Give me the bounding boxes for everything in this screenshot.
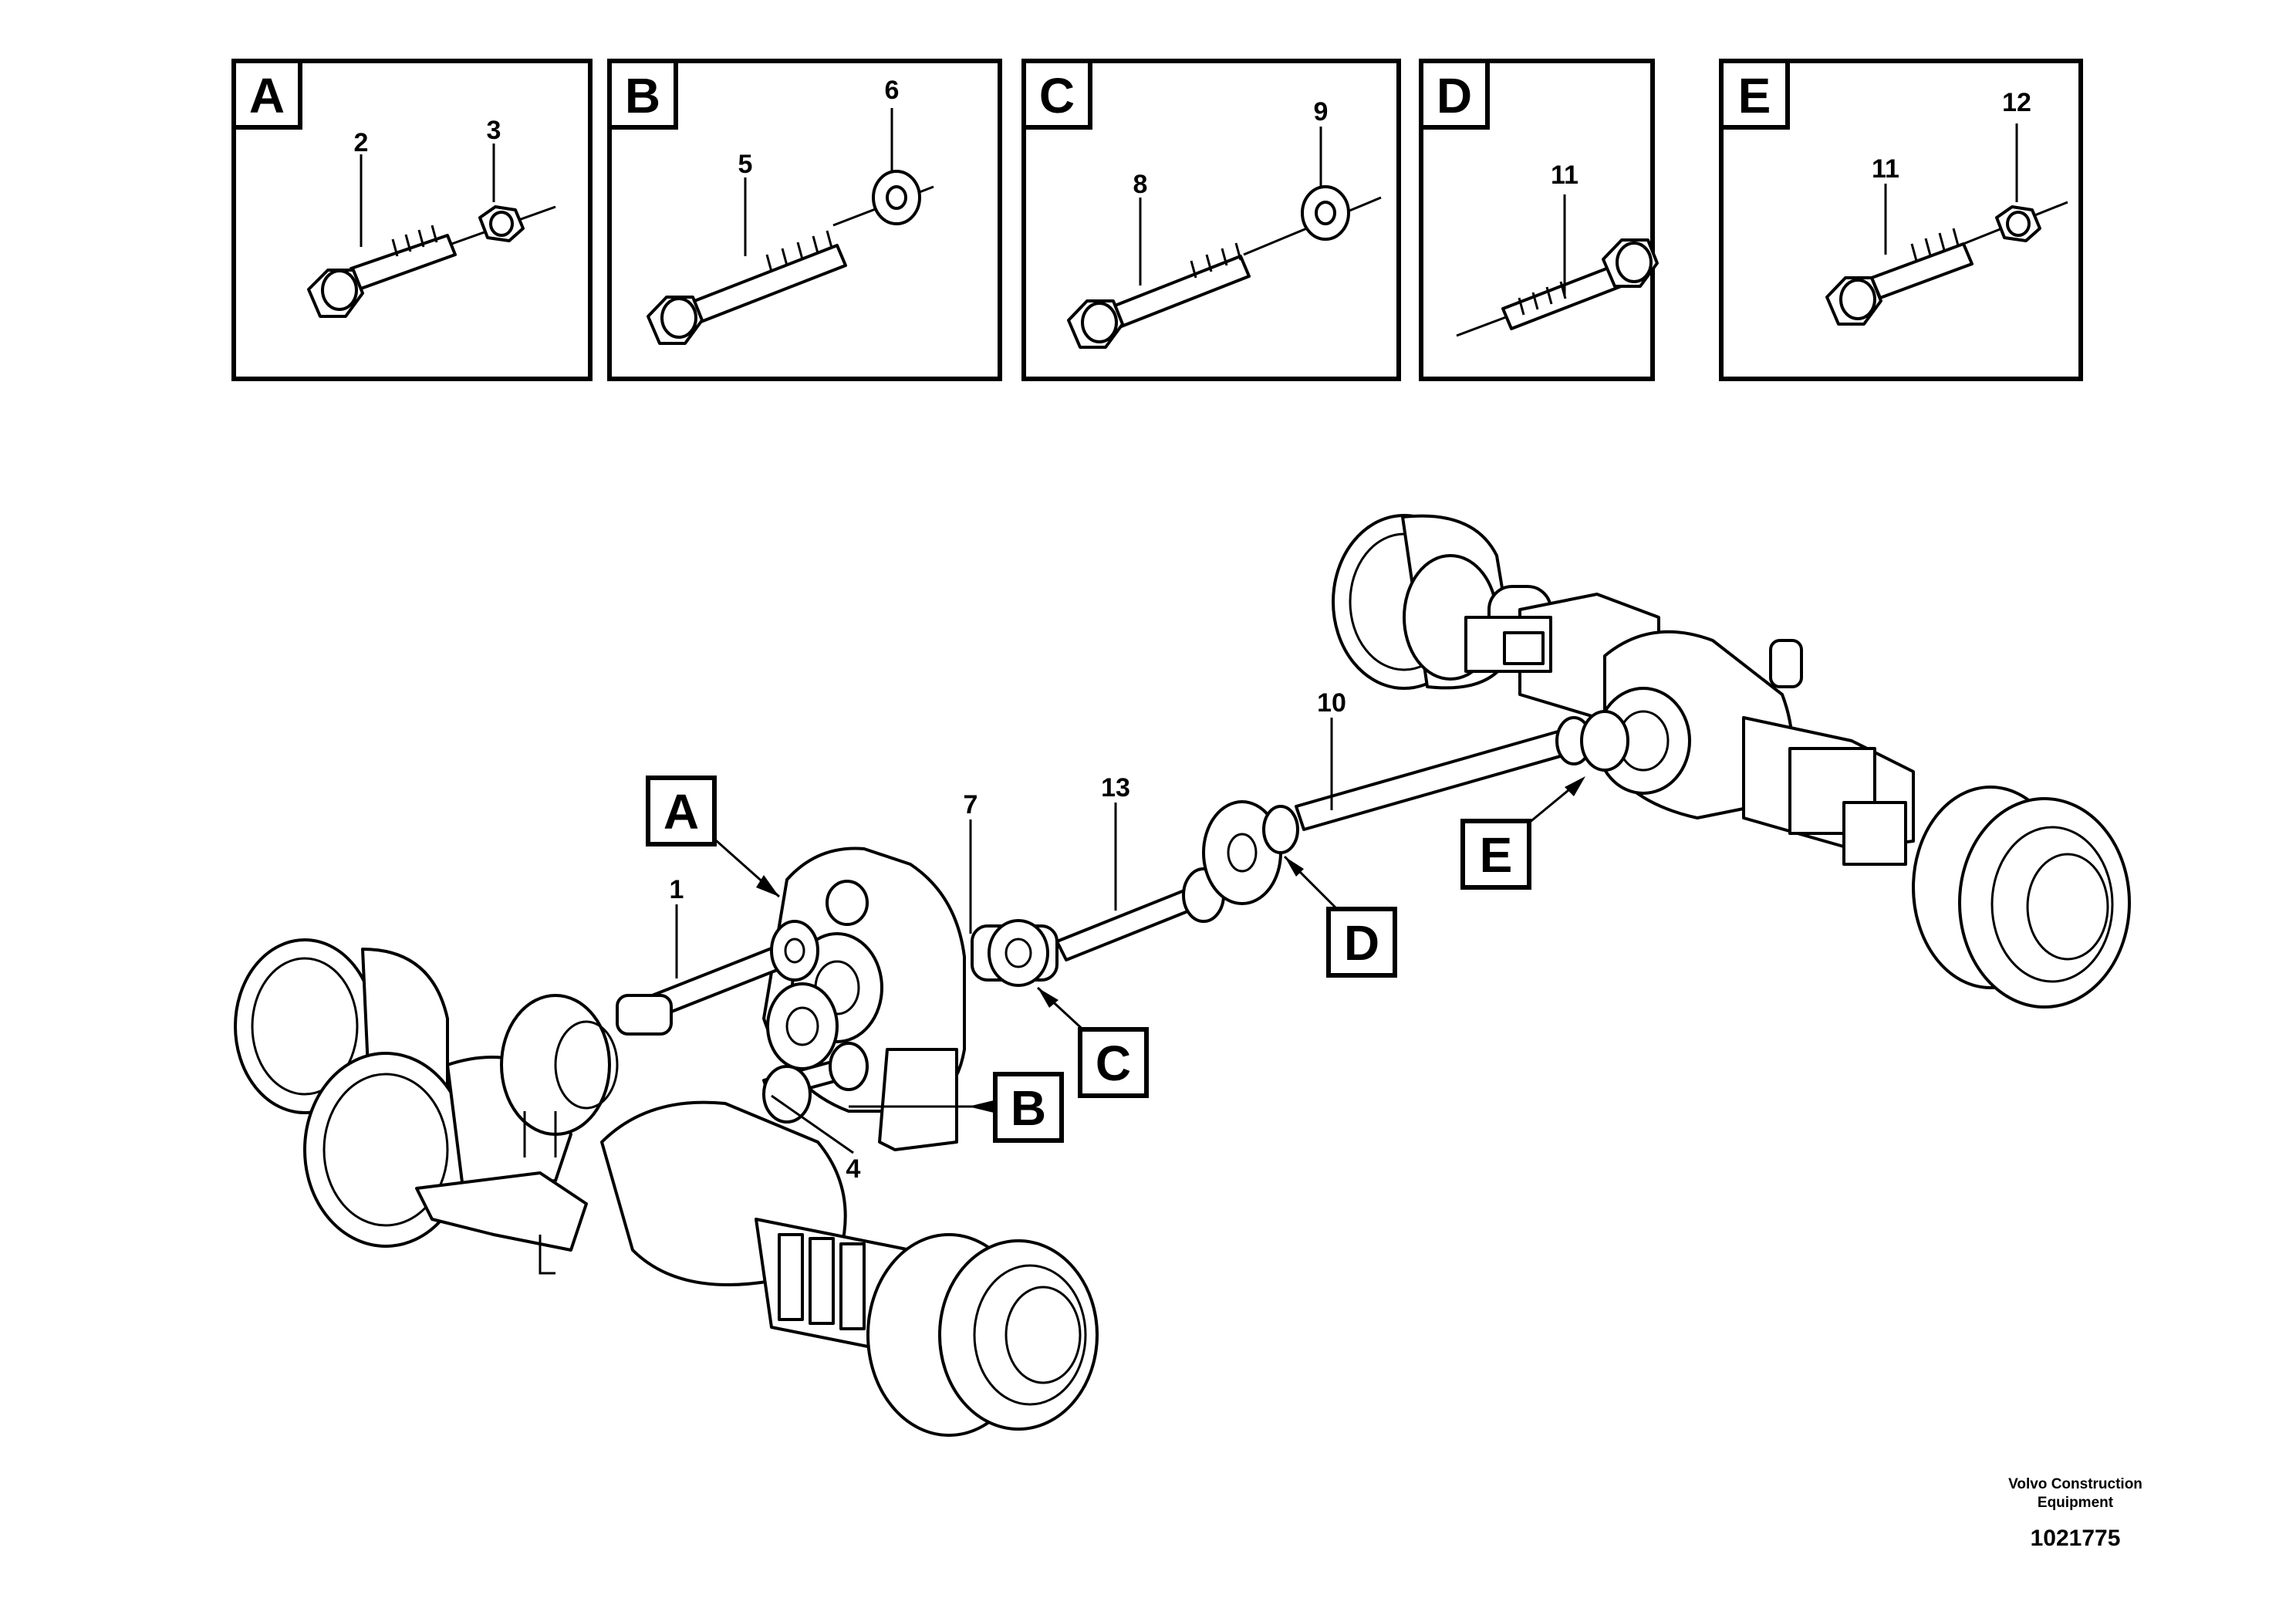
washer-icon — [872, 170, 921, 225]
callout-label: 4 — [846, 1154, 861, 1184]
main-assembly — [234, 514, 2131, 1437]
panel-letter: B — [625, 68, 660, 123]
detail-panel-a: A 2 3 — [231, 59, 593, 381]
leader-line — [771, 1094, 854, 1154]
detail-tag-box — [993, 1072, 1064, 1143]
front-axle — [234, 938, 1099, 1437]
detail-tag-b: B — [849, 1072, 1064, 1143]
main-callouts: 1 4 7 10 13 — [670, 688, 1346, 1184]
detail-tag-letter: C — [1096, 1036, 1131, 1091]
callout-label: 9 — [1314, 97, 1329, 127]
callout-label: 12 — [2002, 88, 2031, 117]
washer-icon — [1301, 185, 1350, 241]
leader-arrowhead — [1285, 857, 1304, 877]
detail-panel-d: D 11 — [1419, 59, 1659, 381]
propeller-shaft-10 — [1295, 710, 1629, 831]
rear-axle — [1332, 514, 2131, 1009]
leader-arrowhead — [1565, 776, 1585, 796]
panel-letter: C — [1039, 68, 1075, 123]
detail-tag-a: A — [646, 776, 780, 898]
callout-label: 6 — [885, 76, 900, 105]
panel-letter: D — [1437, 68, 1472, 123]
callout-label: 13 — [1101, 773, 1130, 803]
callout-label: 1 — [670, 875, 684, 904]
detail-panel-b: B 5 6 — [607, 59, 1002, 381]
callout-label: 10 — [1317, 688, 1346, 718]
detail-tag-box — [1326, 907, 1397, 978]
detail-tag-box — [646, 776, 717, 846]
detail-tag-letter: A — [663, 784, 699, 840]
propeller-shaft-1 — [616, 920, 819, 1036]
nut-icon — [478, 205, 525, 242]
bolt-icon — [1067, 196, 1382, 349]
detail-panel-c: C 8 9 — [1021, 59, 1401, 381]
document-number: 1021775 — [2030, 1526, 2121, 1551]
callout-label: 3 — [487, 116, 501, 145]
panel-letter: A — [249, 68, 285, 123]
detail-tag-letter: D — [1344, 915, 1379, 971]
callout-label: 8 — [1133, 170, 1148, 199]
detail-tag-e: E — [1460, 776, 1585, 890]
panel-letter-box — [1021, 59, 1092, 130]
propeller-shaft-4 — [762, 1042, 869, 1124]
callout-label: 11 — [1551, 161, 1578, 190]
panel-letter-box — [1419, 59, 1490, 130]
callout-label: 2 — [354, 128, 369, 157]
panel-letter-box — [1719, 59, 1790, 130]
bolt-icon — [1825, 201, 2068, 326]
detail-tag-d: D — [1283, 855, 1397, 978]
bolt-icon — [307, 205, 556, 318]
callout-label: 7 — [964, 790, 978, 819]
detail-panel-e: E 11 12 — [1719, 59, 2083, 381]
leader-arrowhead — [1038, 988, 1059, 1008]
bolt-icon — [647, 185, 934, 345]
callout-label: 11 — [1872, 154, 1899, 184]
callout-label: 5 — [738, 150, 753, 179]
panel-letter-box — [231, 59, 302, 130]
leader-arrowhead — [968, 1100, 994, 1113]
detail-tag-letter: B — [1011, 1080, 1046, 1136]
panel-letter: E — [1738, 68, 1771, 123]
nut-icon — [1995, 205, 2041, 242]
footer-credit: Volvo Construction Equipment 1021775 — [1960, 1475, 2191, 1554]
manufacturer-name: Volvo Construction Equipment — [2008, 1476, 2142, 1511]
panel-letter-box — [607, 59, 678, 130]
detail-tag-box — [1078, 1027, 1149, 1098]
leader-arrowhead — [756, 875, 779, 897]
propeller-shaft-13 — [1055, 800, 1299, 961]
detail-tag-c: C — [1036, 986, 1149, 1098]
detail-tag-letter: E — [1480, 827, 1513, 883]
universal-joint-c — [971, 919, 1059, 987]
detail-tag-box — [1460, 819, 1531, 890]
